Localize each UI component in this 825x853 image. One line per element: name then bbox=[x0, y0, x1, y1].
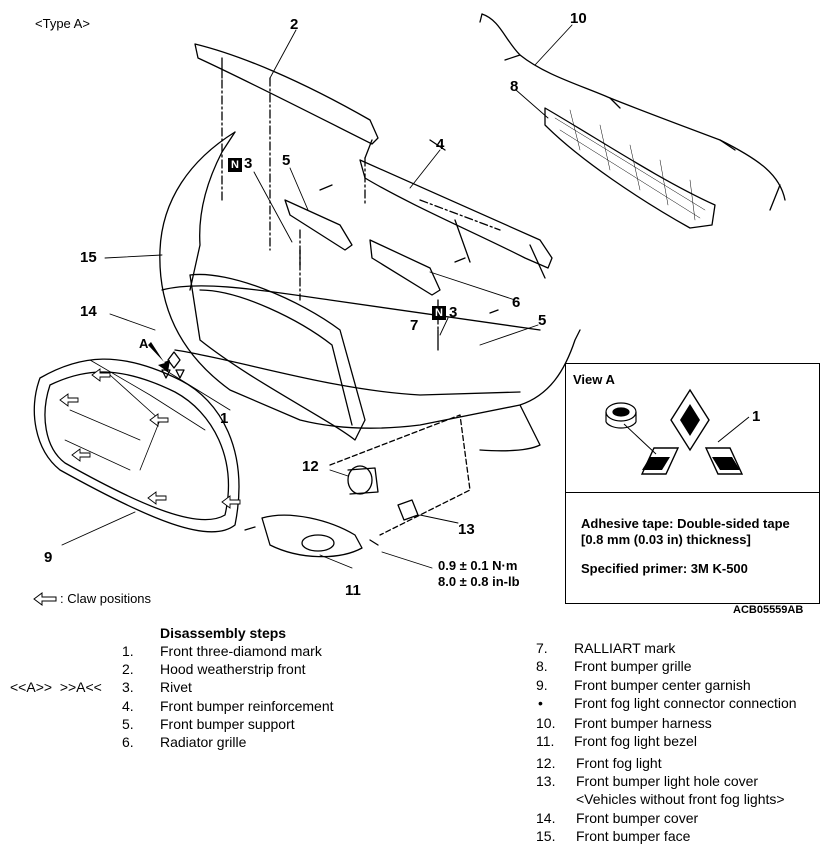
step-4-text: Front bumper reinforcement bbox=[160, 698, 334, 714]
hole-cover-shape bbox=[397, 499, 419, 521]
step-8-num: 8. bbox=[536, 658, 548, 674]
step-5-num: 5. bbox=[122, 716, 134, 732]
bumper-grille-shape bbox=[544, 107, 716, 229]
fog-light-shape bbox=[347, 465, 373, 495]
view-a-arrow bbox=[148, 342, 170, 372]
callout-8: 8 bbox=[510, 78, 519, 95]
step-7-num: 7. bbox=[536, 640, 548, 656]
callout-9: 9 bbox=[44, 549, 53, 566]
claw-legend-text: : Claw positions bbox=[60, 591, 152, 606]
callout-3-upper: 3 bbox=[244, 155, 253, 172]
step-1-text: Front three-diamond mark bbox=[160, 643, 322, 659]
step-13-num: 13. bbox=[536, 773, 556, 789]
step-15-num: 15. bbox=[536, 828, 556, 844]
grille-bracket-upper bbox=[284, 199, 353, 251]
adhesive-tape-note: Adhesive tape: Double-sided tape bbox=[581, 516, 790, 531]
fog-bezel-shape bbox=[261, 514, 363, 558]
step-3-num: 3. bbox=[122, 679, 134, 695]
step-11-text: Front fog light bezel bbox=[574, 733, 697, 749]
arrow-a-label: A bbox=[139, 336, 149, 351]
step-15-text: Front bumper face bbox=[576, 828, 691, 844]
view-a-panel: View A 1 Adhesive tape: Double-sided tap… bbox=[565, 363, 820, 604]
step-9-text: Front bumper center garnish bbox=[574, 677, 751, 693]
step-9-num: 9. bbox=[536, 677, 548, 693]
callout-6-lower: 6 bbox=[512, 294, 521, 311]
view-a-title: View A bbox=[573, 372, 615, 387]
callout-6-upper: 5 bbox=[282, 152, 291, 169]
step-4-num: 4. bbox=[122, 698, 134, 714]
callout-5: 5 bbox=[538, 312, 547, 329]
claw-legend-arrow bbox=[33, 592, 57, 606]
step-14-text: Front bumper cover bbox=[576, 810, 699, 826]
step-1-num: 1. bbox=[122, 643, 134, 659]
bumper-face-shape bbox=[159, 131, 581, 429]
step-5-text: Front bumper support bbox=[160, 716, 295, 732]
step-14-num: 14. bbox=[536, 810, 556, 826]
figure-code: ACB05559AB bbox=[733, 604, 804, 616]
step-13-text: Front bumper light hole cover bbox=[576, 773, 759, 789]
callout-15: 15 bbox=[80, 249, 97, 266]
harness-shape bbox=[481, 13, 786, 201]
torque-line-2: 8.0 ± 0.8 in-lb bbox=[438, 574, 520, 589]
step-10-num: 10. bbox=[536, 715, 556, 731]
step-10-text: Front bumper harness bbox=[574, 715, 712, 731]
type-label: <Type A> bbox=[35, 16, 90, 31]
primer-note: Specified primer: 3M K-500 bbox=[581, 561, 748, 576]
callout-4: 4 bbox=[436, 136, 445, 153]
center-garnish-shape bbox=[33, 358, 240, 533]
callout-13: 13 bbox=[458, 521, 475, 538]
callout-3-lower: 3 bbox=[449, 304, 458, 321]
step-12-text: Front fog light bbox=[576, 755, 662, 771]
tape-thickness-note: [0.8 mm (0.03 in) thickness] bbox=[581, 532, 751, 547]
view-a-callout-1: 1 bbox=[752, 408, 761, 425]
callout-14: 14 bbox=[80, 303, 97, 320]
callout-12: 12 bbox=[302, 458, 319, 475]
step-12-num: 12. bbox=[536, 755, 556, 771]
n-mark-upper: N bbox=[228, 158, 242, 172]
callout-11: 11 bbox=[345, 582, 361, 599]
view-a-divider bbox=[566, 492, 819, 493]
step-13-note: <Vehicles without front fog lights> bbox=[576, 791, 785, 807]
step-bullet-text: Front fog light connector connection bbox=[574, 695, 797, 711]
callout-10: 10 bbox=[570, 10, 587, 27]
step-3-prefix: <<A>> >>A<< bbox=[10, 679, 102, 695]
callout-1: 1 bbox=[220, 410, 229, 427]
step-6-num: 6. bbox=[122, 734, 134, 750]
step-2-num: 2. bbox=[122, 661, 134, 677]
grille-bracket-lower bbox=[369, 239, 441, 296]
callout-2: 2 bbox=[290, 16, 299, 33]
three-diamond-mark-icon bbox=[605, 388, 750, 475]
callout-7: 7 bbox=[410, 317, 419, 334]
step-8-text: Front bumper grille bbox=[574, 658, 692, 674]
reinforcement-shape bbox=[359, 159, 553, 269]
torque-line-1: 0.9 ± 0.1 N·m bbox=[438, 558, 518, 573]
hood-weatherstrip-shape bbox=[194, 43, 379, 145]
n-mark-lower: N bbox=[432, 306, 446, 320]
step-11-num: 11. bbox=[536, 733, 555, 749]
step-6-text: Radiator grille bbox=[160, 734, 247, 750]
step-7-text: RALLIART mark bbox=[574, 640, 676, 656]
steps-heading: Disassembly steps bbox=[160, 625, 287, 641]
step-2-text: Hood weatherstrip front bbox=[160, 661, 306, 677]
step-bullet-num: • bbox=[538, 695, 543, 711]
step-3-text: Rivet bbox=[160, 679, 192, 695]
